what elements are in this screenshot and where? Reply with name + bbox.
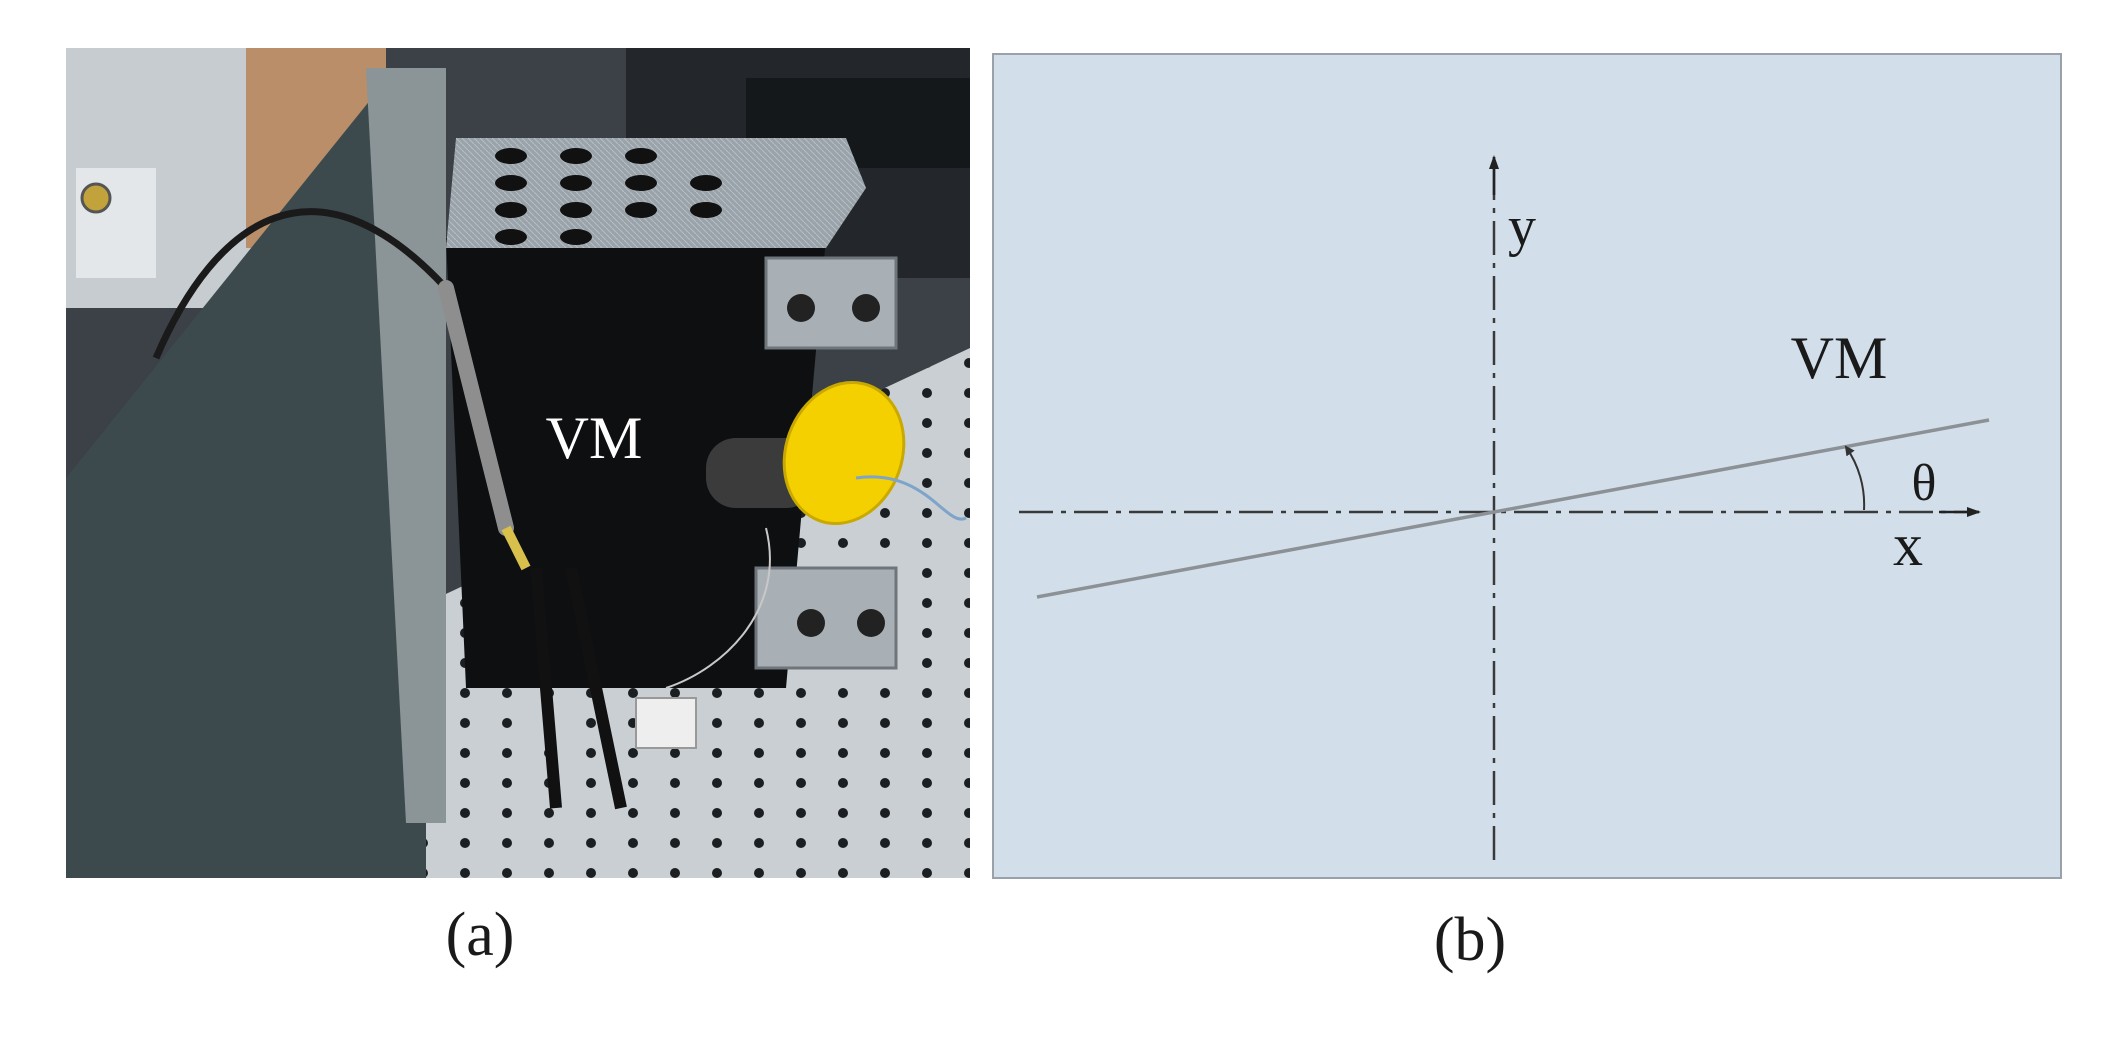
probe-tip: [501, 525, 531, 571]
diagram-panel: y x VM θ: [992, 53, 2062, 879]
photo-panel: VM: [66, 48, 970, 878]
vm-line: [1036, 418, 1990, 599]
upper-bolt-left: [787, 294, 815, 322]
vm-label-photo: VM: [546, 405, 643, 471]
probe-clip: [530, 566, 627, 810]
instrument-side-panel: [66, 68, 426, 878]
setup-photo: VM: [66, 48, 970, 878]
connector: [635, 697, 697, 749]
lower-bolt-right: [857, 609, 885, 637]
probe-cable: [152, 208, 449, 360]
caption-b: (b): [1433, 906, 1507, 974]
y-axis-label: y: [1508, 196, 1536, 258]
coordinate-diagram: y x VM θ: [1019, 155, 1990, 860]
blue-wire: [855, 475, 967, 521]
instrument-box: [76, 168, 156, 278]
angle-arc: [1844, 445, 1866, 511]
vm-label-diagram: VM: [1791, 325, 1888, 391]
thin-wire: [665, 527, 771, 689]
theta-label: θ: [1912, 455, 1937, 512]
upper-bolt-right: [852, 294, 880, 322]
caption-a: (a): [445, 901, 515, 969]
enclosure-top-plate: [446, 138, 866, 248]
probe-body: [438, 280, 514, 536]
knob: [80, 182, 112, 214]
panel-edge: [366, 68, 446, 823]
x-axis-label: x: [1893, 512, 1923, 578]
top-plate-holes: [495, 148, 722, 245]
yellow-mirror: [782, 380, 906, 526]
lower-bolt-left: [797, 609, 825, 637]
